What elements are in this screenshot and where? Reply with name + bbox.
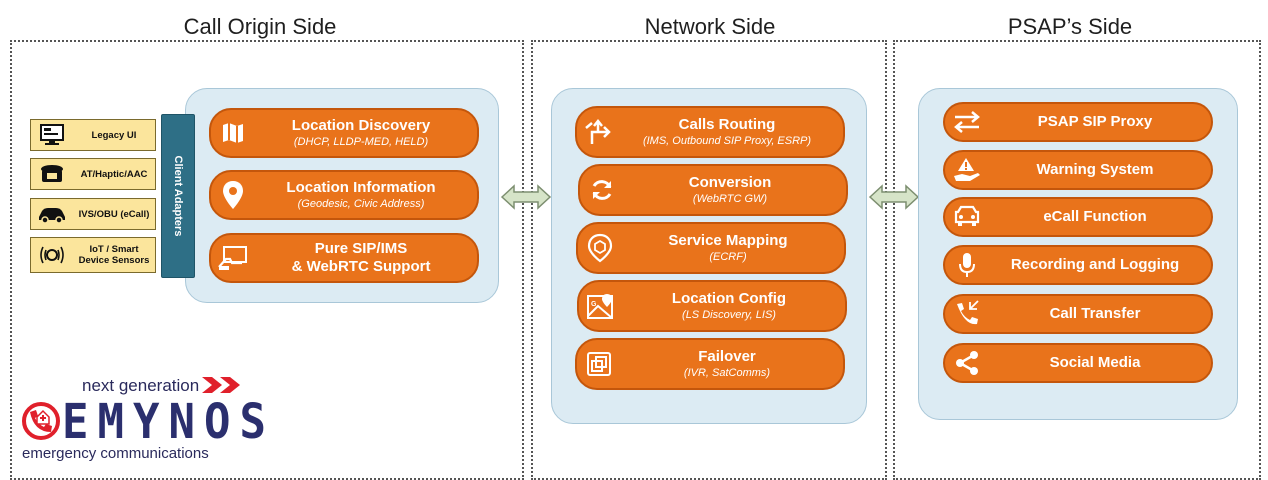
monitor-icon [31,123,73,147]
item-title: Calls Routing [678,115,776,133]
call-transfer-pill: Call Transfer [943,294,1213,334]
item-subtitle: (LS Discovery, LIS) [682,308,776,321]
social-media-pill: Social Media [943,343,1213,383]
pure-sip-pill: Pure SIP/IMS& WebRTC Support [209,233,479,283]
device-at-haptic: AT/Haptic/AAC [30,158,156,190]
item-subtitle: (WebRTC GW) [692,192,768,205]
haptic-device-icon [31,162,73,186]
car-front-icon [945,204,989,230]
route-arrows-icon [577,118,621,146]
calls-routing-pill: Calls Routing(IMS, Outbound SIP Proxy, E… [575,106,845,158]
item-title: Recording and Logging [1010,256,1180,273]
item-subtitle: (IVR, SatComms) [683,366,771,379]
client-adapters-bar: Client Adapters [161,114,195,278]
location-discovery-pill: Location Discovery(DHCP, LLDP-MED, HELD) [209,108,479,158]
sensor-icon [31,241,73,269]
logo-emergency-communications: emergency communications [22,445,209,462]
device-label: IVS/OBU (eCall) [78,208,150,220]
refresh-icon [580,177,624,203]
logo-emergency-phone-icon [22,402,60,440]
item-title-2: & WebRTC Support [291,258,431,275]
item-title: Location Config [671,289,787,307]
item-title: Location Discovery [291,116,431,134]
device-ivs-obu: IVS/OBU (eCall) [30,198,156,230]
item-title: Social Media [1049,354,1141,371]
warning-system-pill: Warning System [943,150,1213,190]
item-title: Failover [698,347,756,365]
swap-arrows-icon [945,111,989,133]
map-marker-box-icon [578,233,622,263]
psap-sip-proxy-pill: PSAP SIP Proxy [943,102,1213,142]
svg-text:G: G [591,301,597,308]
item-title: PSAP SIP Proxy [1037,113,1153,130]
share-icon [945,350,989,376]
map-location-icon: G [579,292,623,320]
item-title: Conversion [688,173,772,191]
psap-title: PSAP’s Side [1007,14,1133,39]
item-subtitle: (ECRF) [709,250,747,263]
car-icon [31,204,73,224]
microphone-icon [945,251,989,279]
device-label: AT/Haptic/AAC [80,168,148,180]
network-psap-arrow [868,184,920,210]
phone-transfer-icon [945,300,989,328]
location-information-pill: Location Information(Geodesic, Civic Add… [209,170,479,220]
item-title: Service Mapping [668,231,788,249]
ecall-function-pill: eCall Function [943,197,1213,237]
service-mapping-pill: Service Mapping(ECRF) [576,222,846,274]
device-legacy-ui: Legacy UI [30,119,156,151]
item-subtitle: (IMS, Outbound SIP Proxy, ESRP) [642,134,812,147]
client-adapters-label: Client Adapters [172,155,184,237]
origin-network-arrow [500,184,552,210]
call-origin-title: Call Origin Side [183,14,337,39]
item-title: Call Transfer [1049,305,1141,322]
failover-icon [577,351,621,377]
warning-hand-icon [945,156,989,184]
device-label: Legacy UI [91,129,137,141]
item-title: Warning System [1036,161,1154,178]
item-title: eCall Function [1043,208,1147,225]
item-subtitle: (Geodesic, Civic Address) [297,197,425,210]
failover-pill: Failover(IVR, SatComms) [575,338,845,390]
conversion-pill: Conversion(WebRTC GW) [578,164,848,216]
item-subtitle: (DHCP, LLDP-MED, HELD) [293,135,429,148]
screen-share-icon [211,245,255,271]
item-title: Location Information [286,178,436,196]
logo-emynos: EMYNOS [62,394,275,451]
logo-next-generation: next generation [82,376,200,395]
logo-chevrons-icon [202,377,240,393]
location-pin-icon [211,180,255,210]
item-title: Pure SIP/IMS [314,240,408,257]
location-config-pill: G Location Config(LS Discovery, LIS) [577,280,847,332]
device-iot-sensors: IoT / Smart Device Sensors [30,237,156,273]
network-title: Network Side [644,14,776,39]
device-label: IoT / Smart Device Sensors [78,244,150,266]
recording-logging-pill: Recording and Logging [943,245,1213,285]
map-icon [211,120,255,146]
